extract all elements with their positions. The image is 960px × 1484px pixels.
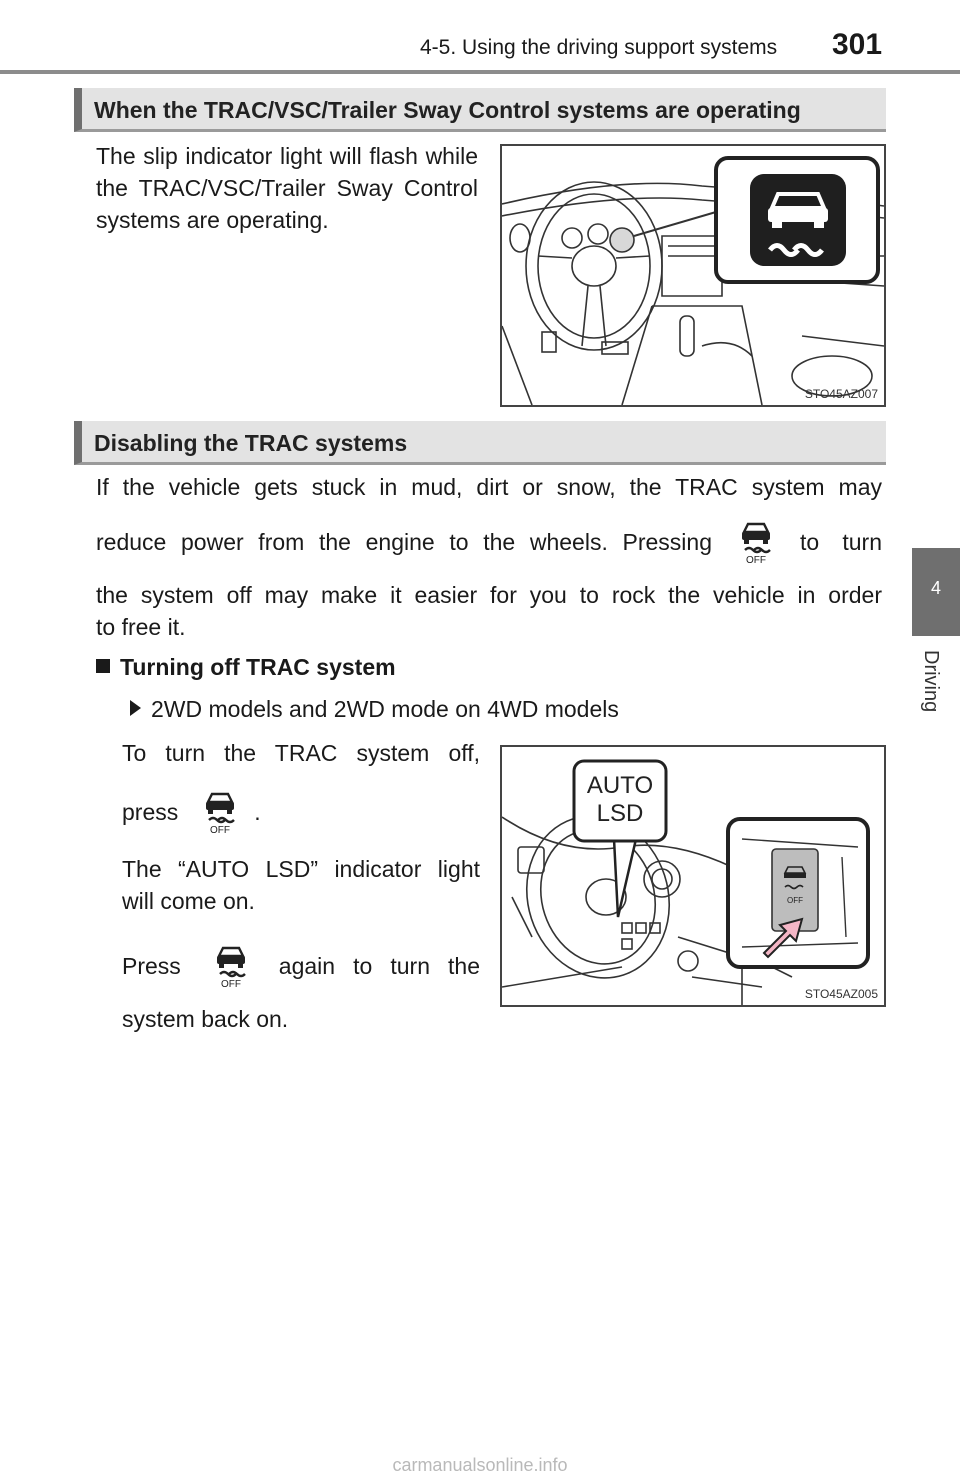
- subheading-text: Turning off TRAC system: [120, 654, 396, 680]
- figure-code: STO45AZ005: [804, 987, 878, 1001]
- para-line-3: the system off may make it easier for yo…: [96, 582, 882, 608]
- section-heading-text: When the TRAC/VSC/Trailer Sway Control s…: [94, 97, 801, 123]
- switch-off-text: OFF: [787, 896, 803, 905]
- step3-press: Press: [122, 952, 181, 979]
- para-line-2b: to turn: [800, 528, 882, 555]
- chapter-number: 4: [930, 578, 941, 598]
- press-arrow-icon: [762, 917, 804, 959]
- page-number: 301: [832, 28, 883, 61]
- para-line-2a: reduce power from the engine to the whee…: [96, 528, 712, 555]
- chapter-tab[interactable]: 4: [912, 548, 960, 636]
- step2-line1: The “AUTO LSD” indicator light: [122, 856, 480, 882]
- callout-auto-text: AUTO: [587, 772, 653, 799]
- para-line-1: If the vehicle gets stuck in mud, dirt o…: [96, 474, 882, 500]
- step1-press: press: [122, 798, 179, 825]
- step1-period: .: [254, 798, 261, 825]
- vsc-off-icon: [736, 520, 776, 564]
- callout-lsd-text: LSD: [597, 800, 644, 827]
- step3-line2: system back on.: [122, 1006, 289, 1032]
- slip-indicator-icon: [750, 174, 846, 266]
- triangle-bullet-icon: [130, 700, 141, 716]
- figure-code: STO45AZ007: [804, 387, 878, 401]
- step3-line1: Press again to turn the: [122, 944, 480, 988]
- operating-description: The slip indicator light will flash whil…: [96, 143, 478, 233]
- step2-line2: will come on.: [122, 888, 255, 914]
- para-line-4: to free it.: [96, 614, 186, 640]
- section-heading-operating: When the TRAC/VSC/Trailer Sway Control s…: [74, 88, 886, 132]
- section-heading-disabling: Disabling the TRAC systems: [74, 421, 886, 465]
- step1-line2: press .: [122, 790, 480, 834]
- switch-drawing: AUTO LSD OFF: [502, 759, 870, 1005]
- watermark: carmanualsonline.info: [392, 1455, 568, 1475]
- trac-off-switch-icon: OFF: [783, 866, 807, 905]
- step3-rest: again to turn the: [278, 952, 480, 979]
- section-title: 4-5. Using the driving support systems: [420, 36, 778, 59]
- model-note-text: 2WD models and 2WD mode on 4WD models: [151, 696, 619, 722]
- header-rule: [0, 70, 960, 74]
- dashboard-drawing: [502, 156, 884, 405]
- square-bullet-icon: [96, 659, 110, 673]
- model-note: 2WD models and 2WD mode on 4WD models: [130, 696, 619, 723]
- para-line-2: reduce power from the engine to the whee…: [96, 520, 882, 564]
- dashboard-illustration: STO45AZ007: [500, 144, 886, 407]
- section-heading-text: Disabling the TRAC systems: [94, 430, 408, 456]
- switch-location-illustration: AUTO LSD OFF STO45AZ005: [500, 745, 886, 1007]
- vsc-off-icon: [200, 790, 240, 834]
- vsc-off-icon: [211, 944, 251, 988]
- chapter-label: Driving: [920, 650, 942, 713]
- subheading: Turning off TRAC system: [96, 654, 396, 681]
- step1-line1: To turn the TRAC system off,: [122, 740, 480, 766]
- chapter-label-wrap: Driving: [918, 650, 946, 750]
